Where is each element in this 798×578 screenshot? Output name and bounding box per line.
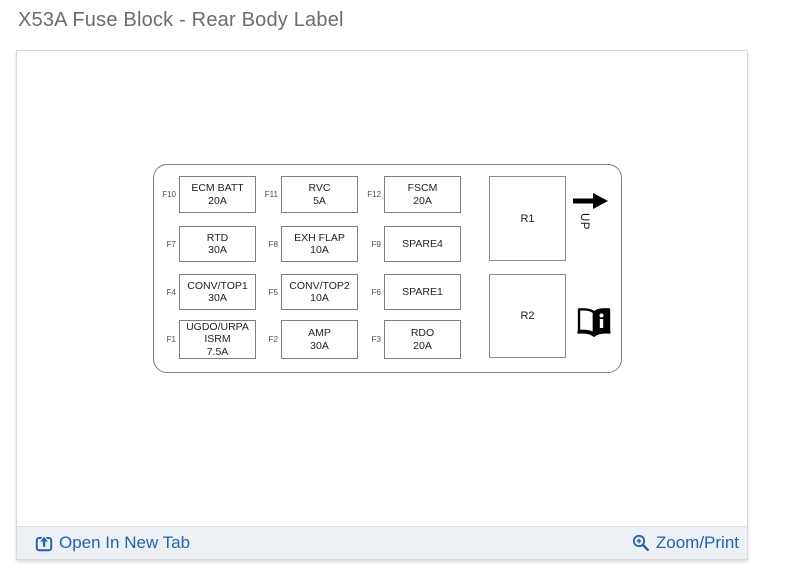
fuse-cell-f1: F1 UGDO/URPA ISRM 7.5A: [157, 320, 256, 359]
fuse-id-label: F3: [371, 335, 381, 344]
fuse-block-outline: F10 ECM BATT 20A F11 RVC 5A F12 FSCM 20A…: [153, 164, 622, 373]
fuse-id-label: F4: [166, 287, 176, 297]
fuse-id-label: F10: [162, 190, 176, 199]
fuse-box-f4: CONV/TOP1 30A: [179, 274, 256, 310]
fuse-cell-f11: F11 RVC 5A: [259, 176, 358, 213]
open-in-new-tab-button[interactable]: Open In New Tab: [35, 533, 190, 553]
diagram-panel: F10 ECM BATT 20A F11 RVC 5A F12 FSCM 20A…: [16, 50, 748, 560]
fuse-cell-f7: F7 RTD 30A: [157, 226, 256, 262]
toolbar: Open In New Tab Zoom/Print: [17, 526, 747, 559]
fuse-cell-f4: F4 CONV/TOP1 30A: [157, 274, 256, 310]
fuse-id-label: F11: [264, 190, 278, 199]
fuse-id-label: F6: [371, 287, 381, 297]
zoom-print-label: Zoom/Print: [655, 533, 739, 552]
fuse-cell-f9: F9 SPARE4: [362, 226, 461, 262]
fuse-cell-f3: F3 RDO 20A: [362, 320, 461, 359]
fuse-box-f9: SPARE4: [384, 226, 461, 262]
up-direction-label: UP: [578, 213, 590, 230]
fuse-box-f1: UGDO/URPA ISRM 7.5A: [179, 320, 256, 359]
fuse-box-f7: RTD 30A: [179, 226, 256, 262]
owners-manual-book-icon: [577, 308, 611, 338]
open-in-new-tab-icon: [35, 534, 53, 552]
fuse-cell-f10: F10 ECM BATT 20A: [157, 176, 256, 213]
fuse-cell-f6: F6 SPARE1: [362, 274, 461, 310]
relay-box-r1: R1: [489, 176, 566, 261]
fuse-box-f11: RVC 5A: [281, 176, 358, 213]
open-in-new-tab-label: Open In New Tab: [59, 533, 191, 552]
fuse-box-f2: AMP 30A: [281, 320, 358, 359]
fuse-box-f5: CONV/TOP2 10A: [281, 274, 358, 310]
fuse-box-f8: EXH FLAP 10A: [281, 226, 358, 262]
fuse-id-label: F12: [367, 190, 381, 199]
fuse-id-label: F8: [268, 239, 278, 249]
relay-box-r2: R2: [489, 274, 566, 358]
fuse-id-label: F5: [268, 287, 278, 297]
zoom-in-icon: [632, 534, 649, 552]
fuse-cell-f12: F12 FSCM 20A: [362, 176, 461, 213]
right-arrow-icon: [573, 193, 608, 209]
fuse-cell-f8: F8 EXH FLAP 10A: [259, 226, 358, 262]
zoom-print-button[interactable]: Zoom/Print: [632, 533, 739, 553]
fuse-box-f10: ECM BATT 20A: [179, 176, 256, 213]
fuse-cell-f2: F2 AMP 30A: [259, 320, 358, 359]
page-title: X53A Fuse Block - Rear Body Label: [18, 9, 344, 31]
fuse-id-label: F1: [166, 335, 176, 344]
fuse-cell-f5: F5 CONV/TOP2 10A: [259, 274, 358, 310]
fuse-box-f3: RDO 20A: [384, 320, 461, 359]
fuse-box-f6: SPARE1: [384, 274, 461, 310]
fuse-id-label: F7: [166, 239, 176, 249]
fuse-box-f12: FSCM 20A: [384, 176, 461, 213]
fuse-id-label: F2: [268, 335, 278, 344]
fuse-id-label: F9: [371, 239, 381, 249]
